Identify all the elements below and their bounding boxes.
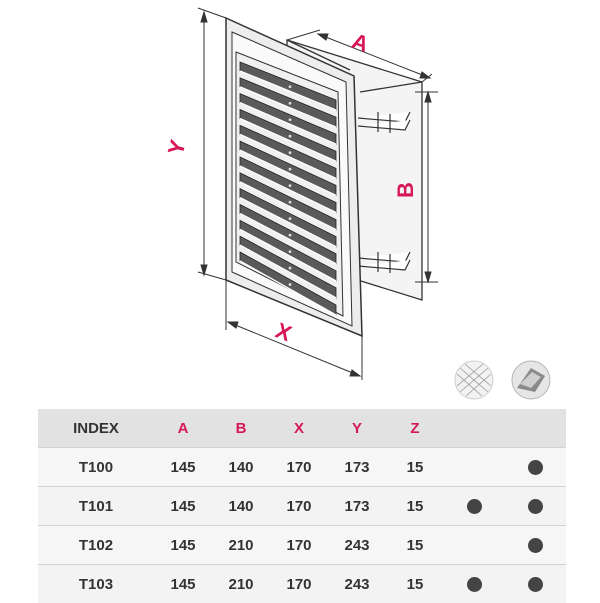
header-x: X bbox=[270, 409, 328, 447]
cell-a: 145 bbox=[154, 447, 212, 486]
louver-screw bbox=[288, 101, 292, 105]
louver-screw bbox=[288, 250, 292, 253]
cell-mesh bbox=[444, 564, 505, 603]
louver-highlight bbox=[239, 133, 337, 179]
cell-a: 145 bbox=[154, 564, 212, 603]
louver-screw bbox=[288, 283, 292, 286]
cell-louver bbox=[505, 564, 566, 603]
cell-mesh bbox=[444, 525, 505, 564]
louver-available-dot bbox=[528, 460, 543, 476]
dimension-a bbox=[286, 29, 433, 83]
cell-b: 210 bbox=[212, 564, 270, 603]
louver-screw bbox=[288, 167, 292, 171]
header-b: B bbox=[212, 409, 270, 447]
louver-highlight bbox=[239, 197, 337, 248]
louver-screw bbox=[288, 151, 292, 155]
header-y: Y bbox=[328, 409, 386, 447]
dimension-y bbox=[197, 7, 227, 281]
cell-y: 173 bbox=[328, 447, 386, 486]
louver-highlight bbox=[239, 70, 337, 111]
louver-highlight bbox=[239, 117, 337, 162]
louver-highlight bbox=[239, 165, 337, 214]
cell-x: 170 bbox=[270, 525, 328, 564]
louver-screw bbox=[288, 118, 292, 122]
cell-index: T101 bbox=[38, 486, 154, 525]
louver-highlight bbox=[239, 244, 337, 299]
cell-y: 243 bbox=[328, 525, 386, 564]
mesh-available-dot bbox=[467, 577, 482, 593]
header-a: A bbox=[154, 409, 212, 447]
louver-screw bbox=[288, 85, 292, 89]
cell-louver bbox=[505, 525, 566, 564]
cell-louver bbox=[505, 447, 566, 486]
cell-y: 243 bbox=[328, 564, 386, 603]
louver-screw bbox=[288, 233, 292, 237]
louver-slats bbox=[239, 61, 337, 316]
mounting-clip-top bbox=[357, 111, 411, 133]
louver-highlight bbox=[239, 228, 337, 282]
cell-b: 140 bbox=[212, 486, 270, 525]
louver-highlight bbox=[239, 86, 337, 128]
cell-z: 15 bbox=[386, 447, 444, 486]
cell-x: 170 bbox=[270, 447, 328, 486]
louver-highlight bbox=[239, 102, 337, 145]
cell-z: 15 bbox=[386, 525, 444, 564]
cell-x: 170 bbox=[270, 486, 328, 525]
cell-index: T103 bbox=[38, 564, 154, 603]
cell-z: 15 bbox=[386, 564, 444, 603]
header-mesh bbox=[444, 409, 505, 447]
label-a: A bbox=[349, 28, 373, 57]
cell-x: 170 bbox=[270, 564, 328, 603]
cell-a: 145 bbox=[154, 486, 212, 525]
cell-mesh bbox=[444, 447, 505, 486]
cell-louver bbox=[505, 486, 566, 525]
mesh-icon bbox=[454, 360, 494, 400]
louver-highlight bbox=[239, 149, 337, 197]
cell-a: 145 bbox=[154, 525, 212, 564]
header-z: Z bbox=[386, 409, 444, 447]
louver-highlight bbox=[239, 181, 337, 231]
louver-screw bbox=[288, 200, 292, 204]
table-header-row: INDEX A B X Y Z bbox=[38, 409, 566, 447]
cell-index: T100 bbox=[38, 447, 154, 486]
mounting-clip-bottom bbox=[357, 251, 411, 273]
louver-highlight bbox=[239, 212, 337, 265]
label-x: X bbox=[272, 318, 295, 347]
label-y: Y bbox=[163, 137, 191, 158]
label-b: B bbox=[393, 182, 418, 198]
louver-screw bbox=[288, 217, 292, 221]
header-louver bbox=[505, 409, 566, 447]
cell-z: 15 bbox=[386, 486, 444, 525]
cell-b: 140 bbox=[212, 447, 270, 486]
louver-available-dot bbox=[528, 577, 543, 593]
louver-screw bbox=[288, 184, 292, 188]
cell-index: T102 bbox=[38, 525, 154, 564]
mesh-available-dot bbox=[467, 499, 482, 515]
cell-y: 173 bbox=[328, 486, 386, 525]
louver-screw bbox=[288, 266, 292, 270]
dimension-b bbox=[415, 90, 438, 284]
header-index: INDEX bbox=[38, 409, 154, 447]
louver-available-dot bbox=[528, 538, 543, 554]
grille-drawing: Y A B X bbox=[163, 7, 551, 400]
cell-b: 210 bbox=[212, 525, 270, 564]
cell-mesh bbox=[444, 486, 505, 525]
dimension-x bbox=[225, 280, 363, 380]
louver-screw bbox=[288, 134, 292, 138]
louver-available-dot bbox=[528, 499, 543, 515]
louver-highlight bbox=[239, 260, 337, 316]
louver-icon bbox=[511, 360, 551, 400]
